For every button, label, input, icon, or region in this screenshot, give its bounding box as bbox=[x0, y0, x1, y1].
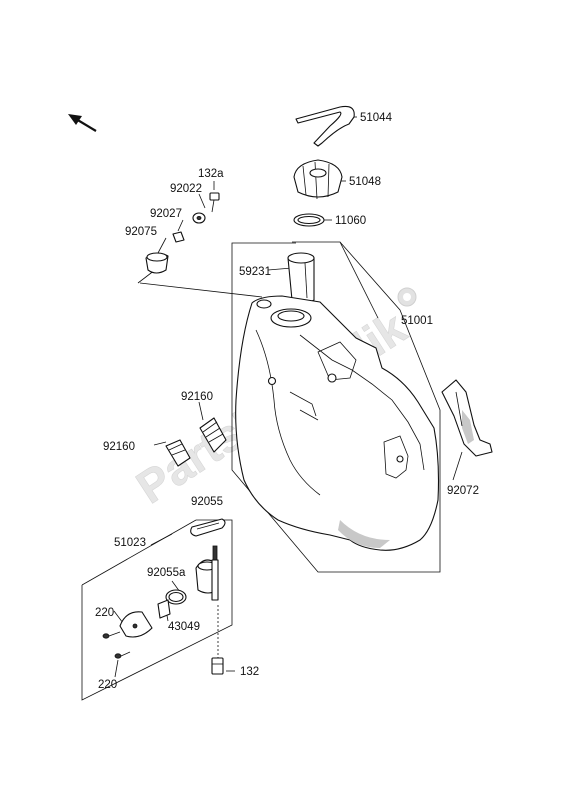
bolt-bottom bbox=[211, 605, 224, 675]
label-92072: 92072 bbox=[447, 485, 479, 497]
label-132: 132 bbox=[240, 666, 259, 678]
label-11060: 11060 bbox=[335, 215, 366, 227]
label-92160-lower: 92160 bbox=[103, 441, 135, 453]
rubber-damper bbox=[145, 252, 169, 274]
label-43049: 43049 bbox=[168, 621, 200, 633]
fuel-cock bbox=[195, 545, 219, 601]
fuel-cock-gasket bbox=[190, 518, 226, 537]
label-51001: 51001 bbox=[401, 315, 433, 327]
collar bbox=[172, 231, 185, 243]
front-direction-arrow-icon bbox=[68, 114, 97, 132]
label-92075: 92075 bbox=[125, 226, 157, 238]
label-220-upper: 220 bbox=[95, 607, 114, 619]
label-51048: 51048 bbox=[349, 176, 381, 188]
oring bbox=[165, 589, 187, 605]
fuel-cap bbox=[293, 159, 343, 200]
filler-tube bbox=[287, 252, 315, 305]
label-59231: 59231 bbox=[239, 266, 271, 278]
rubber-pad-upper bbox=[199, 417, 227, 453]
watermark-gear-icon bbox=[397, 287, 417, 307]
clip bbox=[157, 599, 171, 619]
rubber-pad-lower bbox=[165, 439, 191, 467]
label-92027: 92027 bbox=[150, 208, 182, 220]
screw-lower bbox=[114, 651, 131, 659]
label-92022: 92022 bbox=[170, 183, 202, 195]
tank-strap bbox=[441, 379, 493, 457]
label-92055: 92055 bbox=[191, 496, 223, 508]
breather-hose bbox=[295, 105, 355, 147]
fuel-cock-plate bbox=[119, 611, 153, 638]
label-51044: 51044 bbox=[360, 112, 393, 124]
screw-upper bbox=[102, 631, 121, 639]
mounting-bolt-top bbox=[209, 192, 220, 213]
washer-top bbox=[192, 212, 206, 224]
label-220-lower: 220 bbox=[98, 679, 117, 691]
label-132a: 132a bbox=[198, 168, 224, 180]
fuel-tank bbox=[235, 295, 440, 551]
label-92055a: 92055a bbox=[147, 567, 186, 579]
label-92160-upper: 92160 bbox=[181, 391, 213, 403]
label-51023: 51023 bbox=[114, 537, 146, 549]
cap-gasket-ring bbox=[293, 213, 325, 227]
